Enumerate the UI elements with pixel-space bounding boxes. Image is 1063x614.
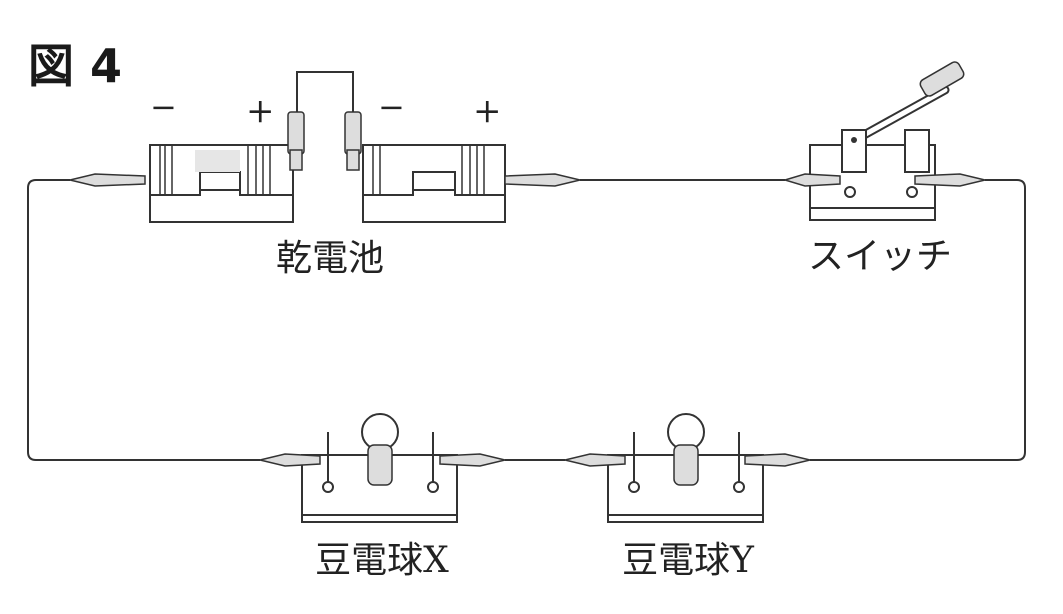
bulb-y-label: 豆電球Y: [622, 540, 755, 581]
wire-loop: [27, 179, 1026, 461]
switch-label: スイッチ: [808, 236, 952, 277]
jumper-wire: [296, 71, 354, 112]
bulb-x: [259, 413, 506, 523]
figure-title: 図 4: [28, 39, 122, 93]
battery-label: 乾電池: [276, 238, 384, 279]
switch-handle[interactable]: [918, 60, 965, 98]
battery-2: [344, 111, 581, 223]
battery-1: [69, 111, 305, 223]
battery1-plus-sign: +: [246, 91, 275, 131]
bulb-x-label: 豆電球X: [315, 540, 449, 581]
battery2-minus-sign: −: [378, 88, 405, 126]
battery1-minus-sign: −: [150, 88, 177, 126]
bulb-y: [564, 413, 811, 523]
battery2-plus-sign: +: [473, 91, 502, 131]
knife-switch[interactable]: [782, 60, 986, 221]
